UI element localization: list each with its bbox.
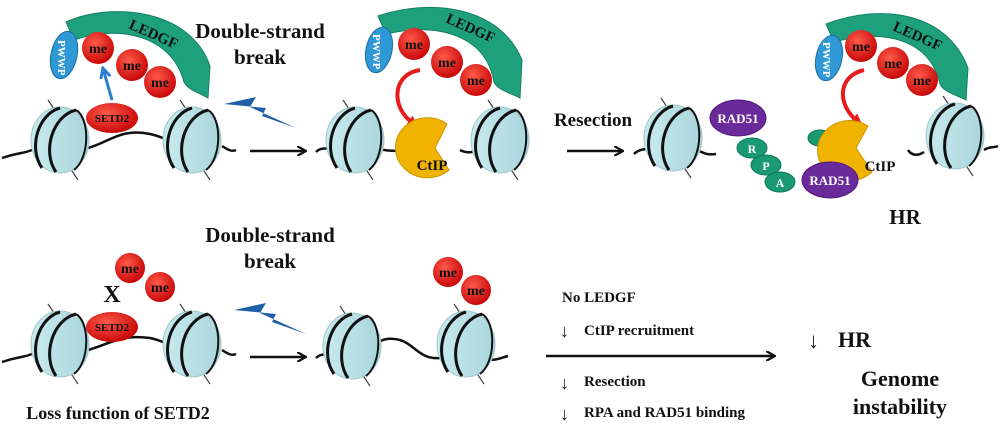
top-panel-4: LEDGF PWWP me me me CtIP RAD51 [801,13,999,199]
down-arrow-icon: ↓ [808,328,819,353]
nucleosome [469,98,531,182]
dsb-label-top-line2: break [234,45,286,69]
down-arrow-icon: ↓ [560,373,569,393]
dna-strand [906,144,999,156]
svg-text:A: A [776,176,785,190]
nucleosome [321,304,383,388]
svg-text:me: me [123,59,141,74]
svg-text:R: R [748,142,757,156]
me-marks: me me me [398,28,492,96]
ctip-protein [395,117,450,179]
ctip-label: CtIP [417,158,448,174]
rpa-complex: R P A [736,137,796,193]
svg-text:me: me [89,42,107,57]
outcome-hr-label: HR [889,205,921,229]
svg-text:me: me [151,281,169,296]
down-arrow-icon: ↓ [560,404,569,424]
rad51-label: RAD51 [809,173,850,188]
svg-text:me: me [438,56,456,71]
bottom-panel-1: me me X SETD2 Loss function of SETD2 [1,253,237,423]
methylation-arrow [104,72,114,101]
lightning-bolt-icon [224,97,296,128]
bottom-outcome: ↓ HR Genome instability [808,327,947,419]
dsb-label-top-line1: Double-strand [195,19,325,43]
rad51-protein [801,161,859,199]
dsb-label-bottom-line2: break [244,249,296,273]
outcome-genome-label: Genome [861,366,939,391]
down-arrow-icon: ↓ [560,321,569,341]
me-marks: me me [433,257,491,305]
outcome-hr-label: HR [838,327,872,352]
outcome-instability-label: instability [853,394,947,419]
pwwp-label: PWWP [820,42,832,78]
lightning-bolt-icon [234,303,306,334]
effect-rpa-rad51-binding: RPA and RAD51 binding [584,405,746,421]
nucleosome [29,302,91,386]
effect-no-ledgf: No LEDGF [562,290,636,306]
effect-ctip-recruitment: CtIP recruitment [584,323,694,339]
rad51-label: RAD51 [717,111,758,126]
svg-text:me: me [405,38,423,53]
nucleosome [435,302,497,386]
pwwp-domain [814,34,844,82]
nucleosome [324,98,386,182]
pwwp-domain [364,26,394,74]
pwwp-label: PWWP [370,34,382,70]
me-marks: me me [115,253,175,302]
setd2-label: SETD2 [95,113,130,125]
svg-text:P: P [762,159,769,173]
svg-text:me: me [913,74,931,89]
resection-label: Resection [554,110,633,131]
setd2-label: SETD2 [95,322,130,334]
top-panel-2: LEDGF PWWP me me me CtIP [315,6,531,182]
nucleosome [924,94,986,178]
setd2-enzyme [86,103,138,133]
svg-text:me: me [151,76,169,91]
nucleosome [161,98,223,182]
nucleosome [29,98,91,182]
ctip-label: CtIP [865,159,896,175]
pwwp-label: PWWP [55,40,67,76]
recruitment-arrow [395,68,421,128]
me-marks: me me me [845,30,938,96]
svg-text:me: me [884,57,902,72]
effect-resection: Resection [584,374,646,390]
blocked-x-mark: X [103,282,121,308]
nucleosome [161,302,223,386]
effects-list: No LEDGF ↓ CtIP recruitment ↓ Resection … [560,290,746,424]
dsb-label-bottom-line1: Double-strand [205,223,335,247]
svg-text:me: me [439,266,457,281]
svg-text:me: me [121,262,139,277]
svg-text:me: me [467,284,485,299]
setd2-enzyme [86,312,138,342]
me-marks: me me me [82,32,176,98]
recruitment-arrow [841,68,865,126]
nucleosome [642,96,704,180]
svg-text:me: me [467,74,485,89]
top-panel-1: LEDGF PWWP me me me SETD2 [1,11,237,182]
rad51-protein [709,99,767,137]
pwwp-domain [49,30,79,80]
svg-text:me: me [852,40,870,55]
top-panel-3: RAD51 R P A [633,96,796,193]
bottom-panel-2: me me [315,257,509,388]
loss-function-caption: Loss function of SETD2 [26,403,210,423]
